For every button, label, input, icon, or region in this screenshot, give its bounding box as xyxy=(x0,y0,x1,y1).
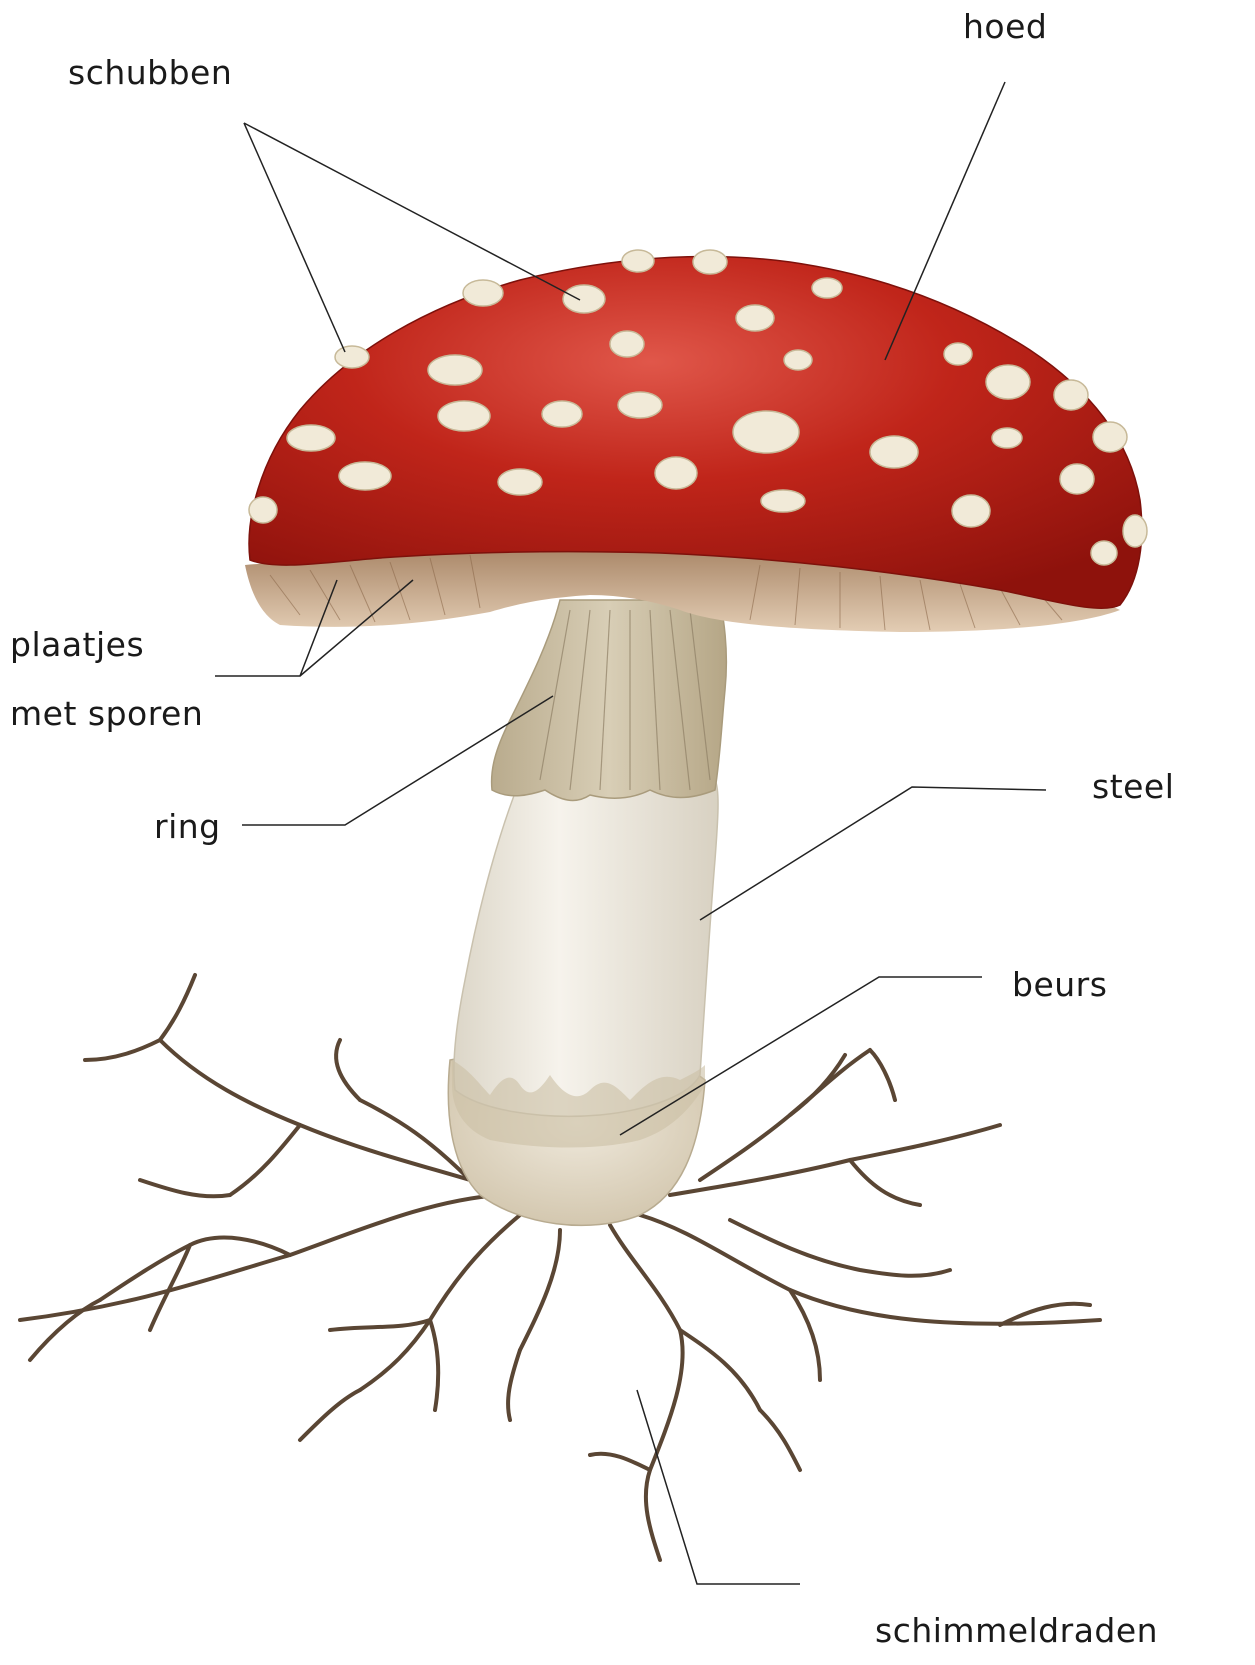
label-ring: ring xyxy=(154,810,221,843)
label-plaatjes: plaatjes xyxy=(10,628,144,661)
leader-schimmeldraden xyxy=(637,1390,800,1584)
leader-steel xyxy=(700,787,1046,920)
label-schimmeldraden: schimmeldraden xyxy=(875,1614,1158,1647)
label-hoed: hoed xyxy=(963,10,1047,43)
stem xyxy=(454,780,718,1116)
label-schubben: schubben xyxy=(68,56,232,89)
label-steel: steel xyxy=(1092,770,1174,803)
label-met-sporen: met sporen xyxy=(10,697,203,730)
leader-schubben-2 xyxy=(244,123,580,300)
leader-schubben-1 xyxy=(244,123,345,352)
label-beurs: beurs xyxy=(1012,968,1107,1001)
